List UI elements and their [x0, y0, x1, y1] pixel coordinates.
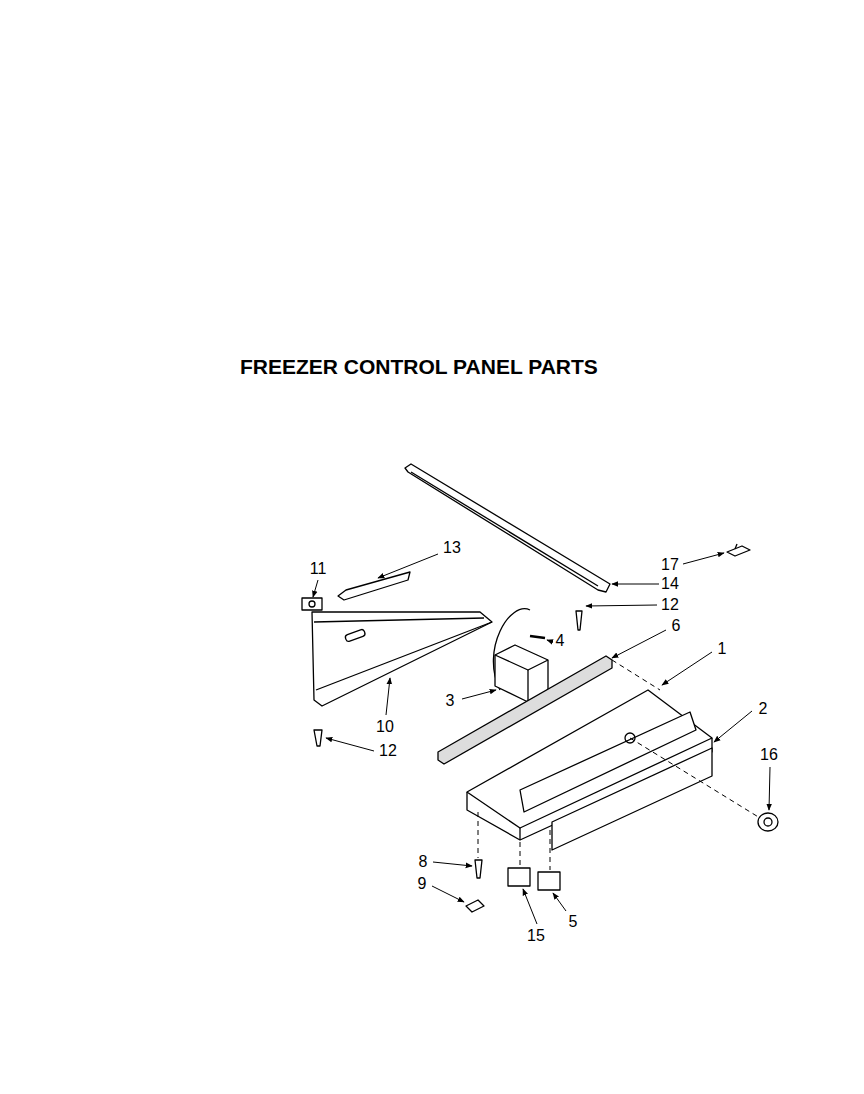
callout-number: 4: [554, 632, 567, 650]
leader-line: [612, 584, 659, 585]
switch-edge: [527, 670, 528, 702]
callout-number: 12: [377, 742, 399, 760]
page-title: FREEZER CONTROL PANEL PARTS: [240, 356, 598, 377]
housing-edge: [519, 828, 520, 840]
clip-tab: [735, 544, 737, 549]
channel-slot: [345, 629, 366, 642]
leader-line: [662, 652, 712, 685]
leader-line: [386, 678, 390, 715]
callout-number: 16: [758, 746, 780, 764]
leader-line: [612, 630, 666, 658]
callout-number: 10: [374, 718, 396, 736]
bracket-edge: [411, 472, 598, 586]
screw: [314, 730, 322, 746]
guide-line: [612, 660, 660, 690]
leader-line: [547, 640, 550, 641]
leader-line: [586, 605, 657, 606]
callout-number: 1: [716, 640, 729, 658]
callout-number: 9: [416, 875, 429, 893]
guide-line: [478, 812, 479, 858]
button: [538, 872, 560, 890]
knob: [758, 813, 778, 831]
channel-edge: [314, 618, 484, 622]
leader-line: [683, 553, 724, 564]
callout-number: 2: [757, 700, 770, 718]
guide-line: [630, 738, 760, 818]
nut: [466, 900, 484, 912]
leader-line: [433, 862, 472, 866]
screw: [475, 860, 482, 878]
callout-number: 12: [659, 596, 681, 614]
callout-number: 15: [525, 927, 547, 945]
leader-line: [714, 711, 752, 742]
callout-number: 3: [444, 692, 457, 710]
screw: [576, 611, 582, 630]
callout-number: 17: [659, 556, 681, 574]
leader-line: [769, 767, 770, 810]
channel-edge: [316, 622, 492, 690]
callout-number: 5: [567, 913, 580, 931]
screw: [530, 636, 545, 638]
knob-center: [764, 818, 772, 826]
button: [508, 868, 530, 886]
leader-line: [326, 738, 374, 751]
clamp-hole: [309, 601, 315, 607]
callout-number: 13: [441, 539, 463, 557]
callout-number: 14: [659, 575, 681, 593]
leader-line: [553, 893, 566, 911]
decal: [552, 748, 712, 850]
clamp: [302, 598, 322, 610]
callout-number: 6: [670, 617, 683, 635]
leader-line: [432, 886, 464, 902]
channel-bracket: [312, 612, 492, 706]
clip: [727, 546, 750, 556]
guide-line: [550, 830, 551, 870]
guide-line: [520, 842, 521, 866]
callout-number: 11: [308, 560, 329, 578]
callout-number: 8: [417, 853, 430, 871]
leader-line: [523, 889, 537, 924]
leader-line: [462, 690, 496, 699]
leader-line: [378, 554, 438, 578]
leader-line: [313, 580, 318, 597]
sensor: [338, 572, 410, 600]
bracket-strip: [405, 464, 610, 592]
switch-edge: [495, 655, 548, 670]
